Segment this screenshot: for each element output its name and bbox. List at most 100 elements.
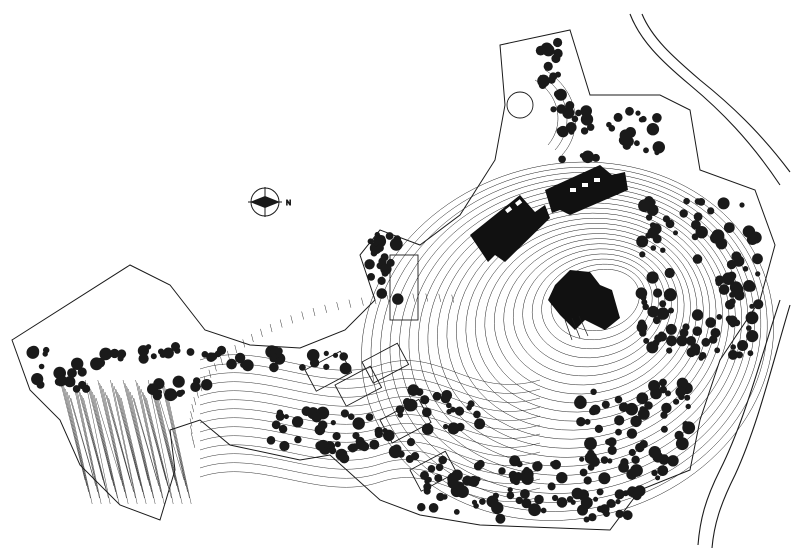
- tree: [234, 352, 246, 364]
- hatch-stroke: [133, 397, 159, 487]
- tree: [72, 385, 81, 393]
- hatch-stroke: [117, 391, 143, 493]
- tree: [339, 352, 349, 361]
- tree: [753, 299, 764, 310]
- tree: [746, 325, 752, 331]
- tree: [347, 413, 355, 421]
- tree: [417, 503, 426, 512]
- contour-line: [199, 471, 541, 502]
- tree: [385, 433, 392, 440]
- tree: [550, 106, 557, 113]
- tree: [622, 510, 633, 521]
- tree: [625, 106, 634, 116]
- tree: [596, 488, 604, 496]
- grading-tick: [242, 339, 246, 348]
- tree: [679, 209, 688, 218]
- tree: [26, 346, 40, 359]
- hatch-stroke: [113, 385, 140, 481]
- contour-ring: [484, 228, 691, 404]
- tree: [174, 381, 181, 387]
- tree: [598, 472, 611, 485]
- tree: [438, 455, 448, 465]
- tree: [673, 230, 678, 236]
- tree: [676, 335, 688, 347]
- hatch-stroke: [140, 388, 167, 481]
- hatch-stroke: [110, 379, 136, 499]
- tree: [420, 470, 429, 480]
- tree: [547, 482, 556, 491]
- tree: [279, 440, 290, 452]
- tree: [673, 398, 680, 405]
- tree: [649, 199, 656, 206]
- grading-tick: [208, 369, 212, 378]
- tree: [575, 109, 582, 117]
- tree: [301, 406, 312, 417]
- tree: [699, 352, 707, 360]
- north-label: N: [286, 200, 291, 207]
- tree: [436, 492, 445, 502]
- tree: [664, 267, 675, 279]
- tree: [739, 202, 745, 208]
- tree: [150, 353, 157, 360]
- contour-ring: [541, 258, 653, 350]
- tree: [370, 249, 378, 257]
- tree: [730, 344, 736, 350]
- hatch-stroke: [166, 388, 192, 505]
- contour-ring: [475, 223, 698, 413]
- hatch-stroke: [144, 394, 170, 493]
- contour-line: [199, 426, 541, 457]
- tree: [684, 394, 691, 401]
- tree: [64, 376, 76, 388]
- tree: [299, 364, 306, 371]
- tree: [583, 516, 590, 523]
- tree: [36, 380, 45, 389]
- tree: [407, 384, 420, 396]
- tree: [628, 448, 636, 457]
- hatch-stroke: [162, 382, 188, 493]
- tree: [447, 422, 460, 435]
- tree: [532, 461, 543, 472]
- tree: [716, 314, 723, 320]
- contour-line: [199, 462, 541, 493]
- tree: [631, 455, 640, 464]
- tree: [332, 352, 339, 358]
- tree: [717, 197, 730, 210]
- tree: [164, 388, 178, 402]
- tree: [476, 459, 485, 469]
- tree: [653, 288, 663, 298]
- hatch-stroke: [72, 379, 98, 493]
- tree: [78, 380, 87, 390]
- tree: [650, 245, 657, 251]
- grading-tick: [301, 311, 304, 320]
- tree: [579, 468, 588, 477]
- tree: [571, 115, 579, 123]
- tree: [745, 311, 759, 325]
- tree: [635, 110, 641, 116]
- tree: [714, 347, 721, 354]
- tree: [543, 61, 553, 71]
- tree: [755, 271, 761, 277]
- tree: [654, 150, 660, 156]
- tree: [397, 411, 404, 418]
- building-central-block: [548, 270, 620, 330]
- hatch-stroke: [77, 388, 104, 481]
- tree: [352, 432, 360, 440]
- buildings: [470, 165, 628, 330]
- tree: [701, 337, 711, 347]
- hatch-stroke: [68, 394, 95, 481]
- tree: [474, 418, 486, 430]
- tree: [306, 349, 320, 362]
- tree: [647, 305, 659, 318]
- hatch-stroke: [74, 382, 100, 499]
- hatch-stroke: [155, 391, 181, 499]
- tree: [558, 155, 566, 164]
- tree: [600, 456, 609, 464]
- tree: [351, 443, 359, 451]
- contour-ring: [380, 172, 762, 503]
- tree: [576, 417, 586, 427]
- tree: [601, 400, 610, 409]
- tree: [728, 349, 738, 360]
- tree: [422, 407, 432, 418]
- tree: [566, 496, 574, 503]
- tree: [572, 493, 579, 499]
